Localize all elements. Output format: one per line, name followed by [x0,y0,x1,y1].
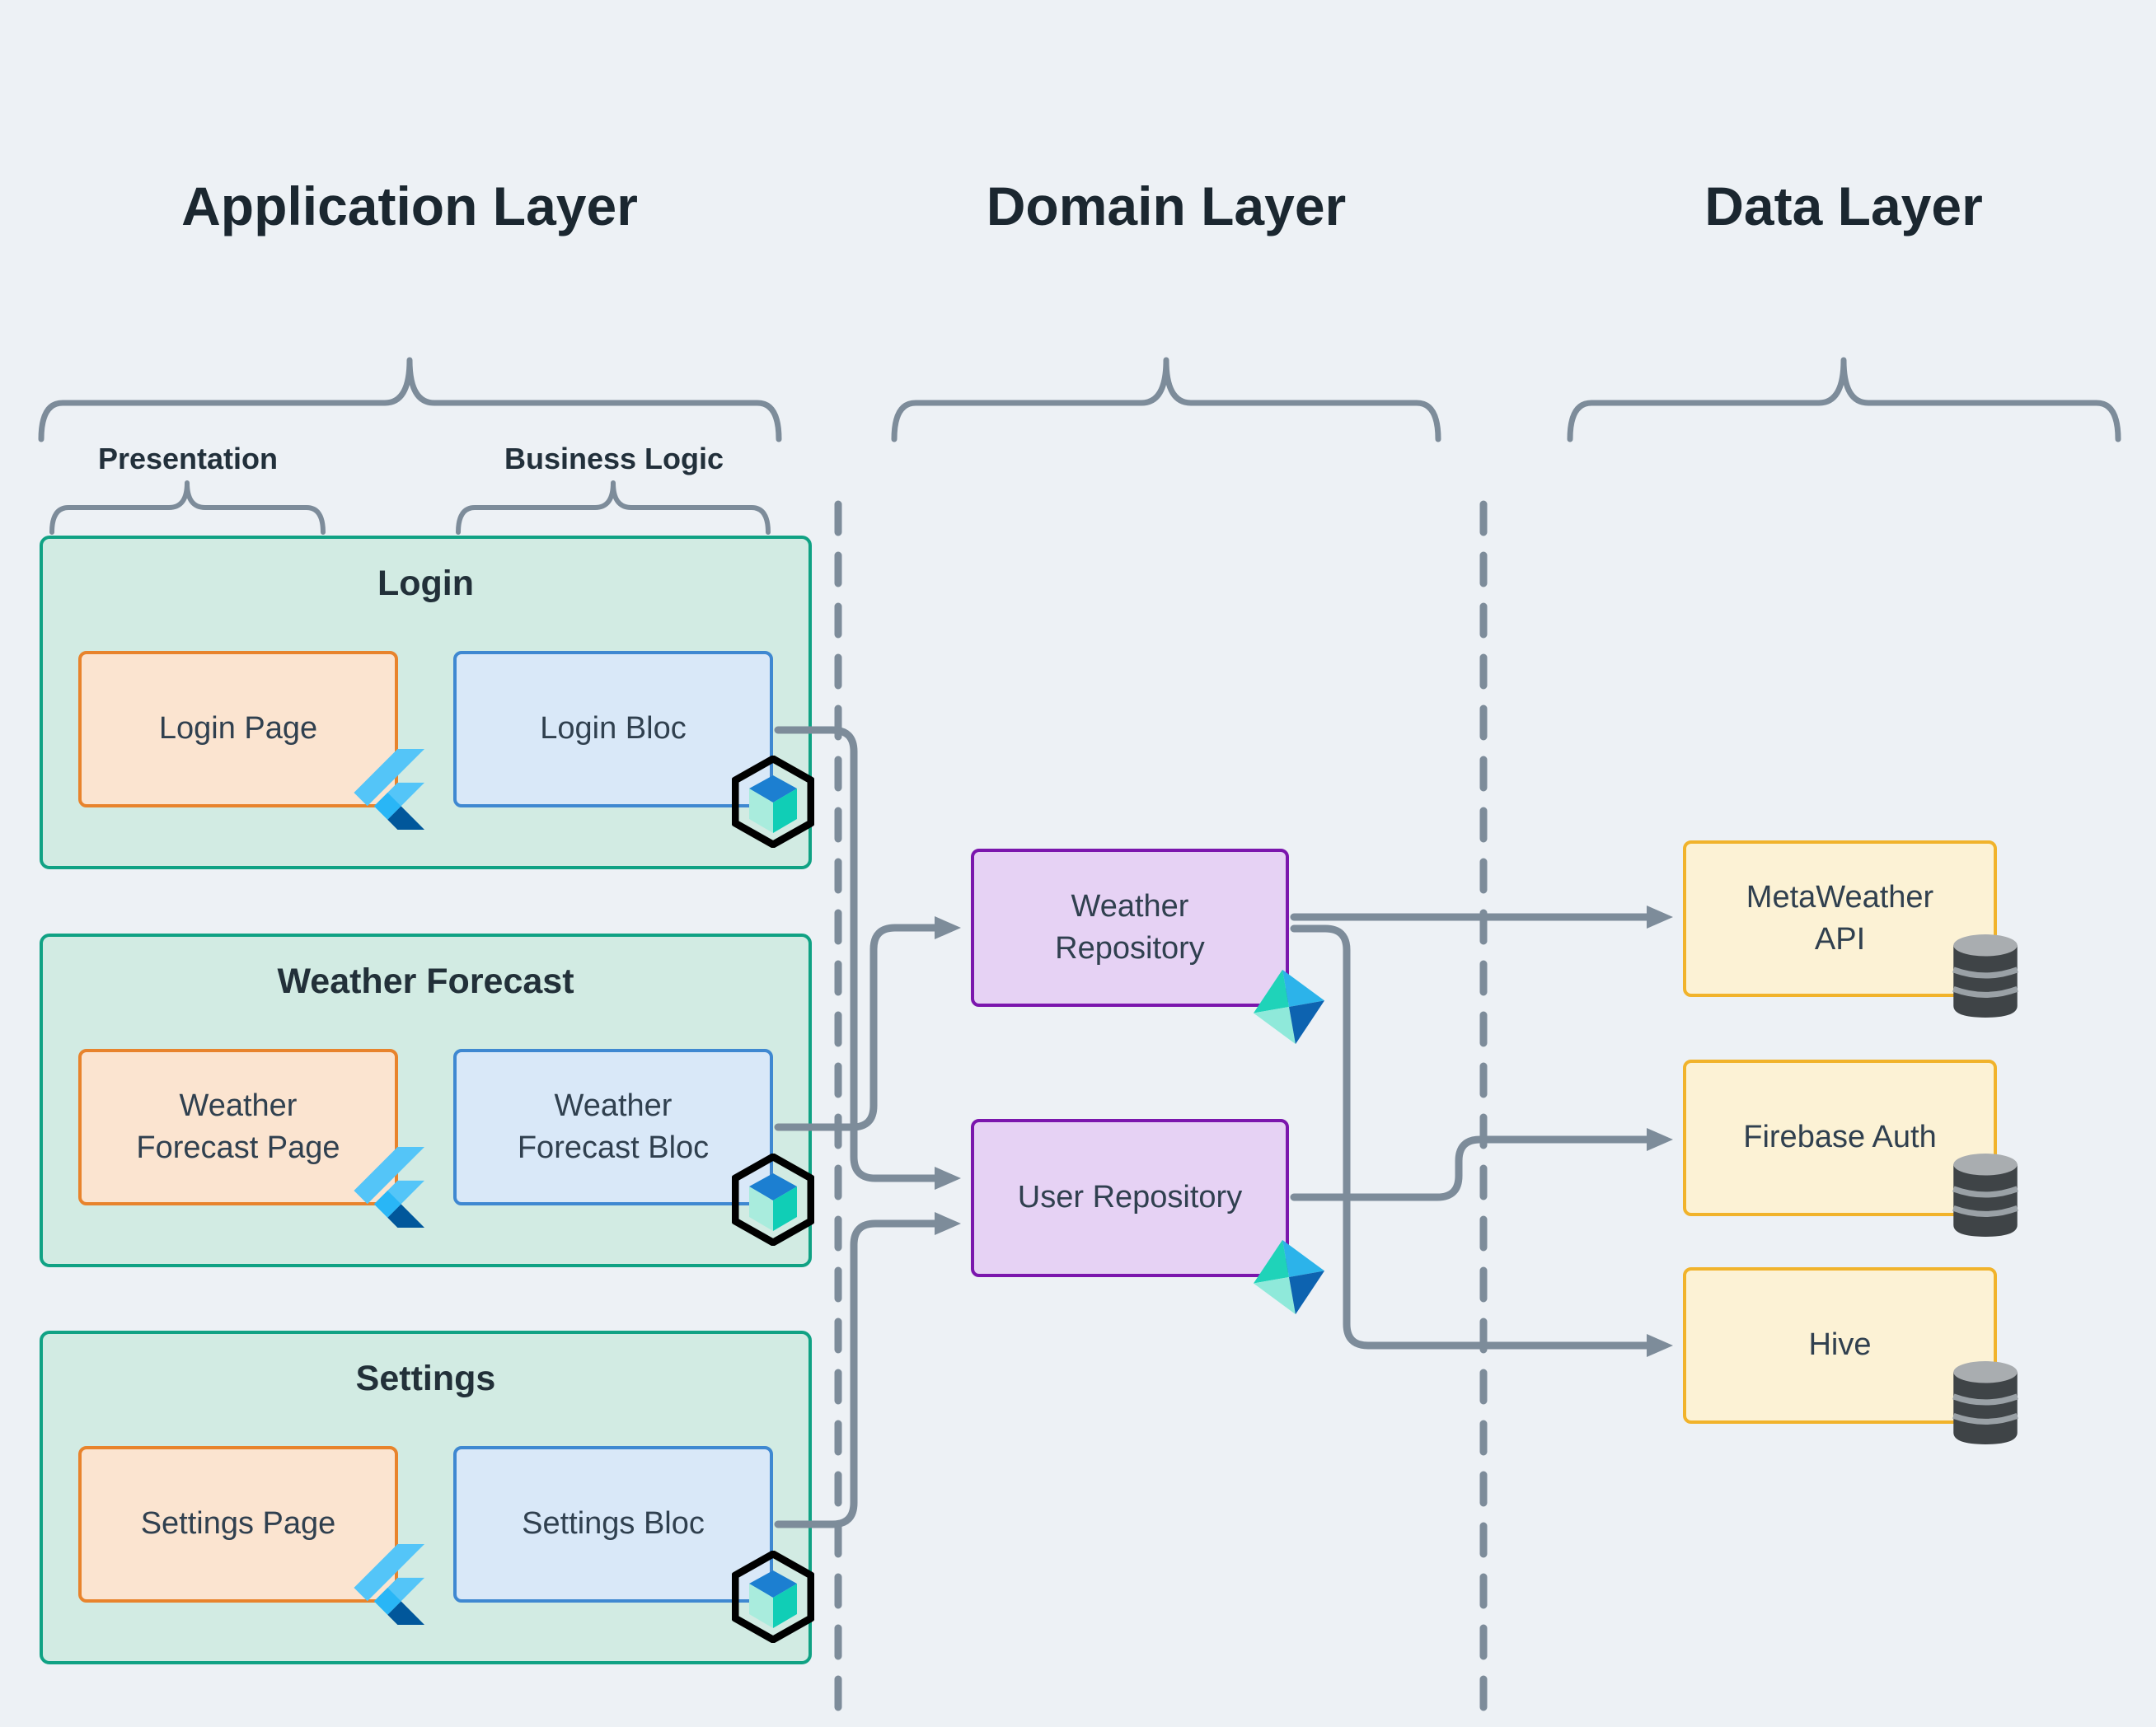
arrowhead-to-hive [1647,1334,1673,1357]
weather-forecast-page-node: Weather Forecast Page [78,1049,398,1205]
bloc-cube-icon-weather [732,1154,814,1246]
user-repository-node: User Repository [971,1119,1289,1277]
firebase-auth-node: Firebase Auth [1683,1060,1997,1216]
weather-forecast-page-label: Weather Forecast Page [136,1088,340,1165]
database-icon-hive [1952,1361,2018,1444]
arrowhead-to-user-repository-upper [935,1167,961,1190]
hive-node: Hive [1683,1267,1997,1424]
bloc-cube-icon-settings [732,1551,814,1643]
weather-forecast-group-title: Weather Forecast [277,962,574,1001]
flutter-icon-login [354,749,425,830]
settings-page-label: Settings Page [140,1506,336,1542]
database-icon-firebase [1952,1154,2018,1237]
login-page-label: Login Page [158,711,318,746]
arrowhead-to-metaweather [1647,906,1673,929]
settings-page-node: Settings Page [78,1446,398,1603]
metaweather-api-node: MetaWeather API [1683,840,1997,997]
firebase-auth-label: Firebase Auth [1743,1120,1937,1155]
user-repository-label: User Repository [1017,1180,1243,1215]
data-layer-title: Data Layer [1704,176,1983,236]
settings-bloc-label: Settings Bloc [522,1506,705,1542]
connector-user-repository-to-firebase [1290,1135,1652,1201]
flutter-icon-weather [354,1147,425,1228]
login-bloc-node: Login Bloc [453,651,773,807]
business-logic-brace [456,480,771,535]
settings-group-title: Settings [355,1359,496,1398]
dart-icon-user-repository [1253,1239,1325,1315]
flutter-icon-settings [354,1544,425,1625]
application-layer-title: Application Layer [181,176,638,236]
hive-label: Hive [1808,1327,1872,1363]
connector-weather-repository-to-hive [1290,924,1652,1350]
weather-forecast-bloc-label: Weather Forecast Bloc [517,1088,710,1165]
presentation-label: Presentation [97,442,279,475]
metaweather-api-label: MetaWeather API [1746,879,1934,957]
domain-layer-brace [891,357,1441,442]
weather-repository-label: Weather Repository [1055,888,1205,966]
presentation-brace [49,480,326,535]
data-layer-brace [1567,357,2121,442]
database-icon-metaweather [1952,934,2018,1018]
weather-repository-node: Weather Repository [971,849,1289,1007]
application-layer-brace [38,357,782,442]
login-page-node: Login Page [78,651,398,807]
settings-bloc-node: Settings Bloc [453,1446,773,1603]
arrowhead-to-firebase [1647,1128,1673,1151]
login-group-title: Login [377,564,474,603]
bloc-cube-icon-login [732,756,814,848]
arrowhead-to-weather-repository [935,916,961,939]
dart-icon-weather-repository [1253,969,1325,1045]
login-bloc-label: Login Bloc [540,711,687,746]
domain-layer-title: Domain Layer [986,176,1347,236]
business-logic-label: Business Logic [504,442,724,475]
weather-forecast-bloc-node: Weather Forecast Bloc [453,1049,773,1205]
arrowhead-to-user-repository-lower [935,1212,961,1235]
